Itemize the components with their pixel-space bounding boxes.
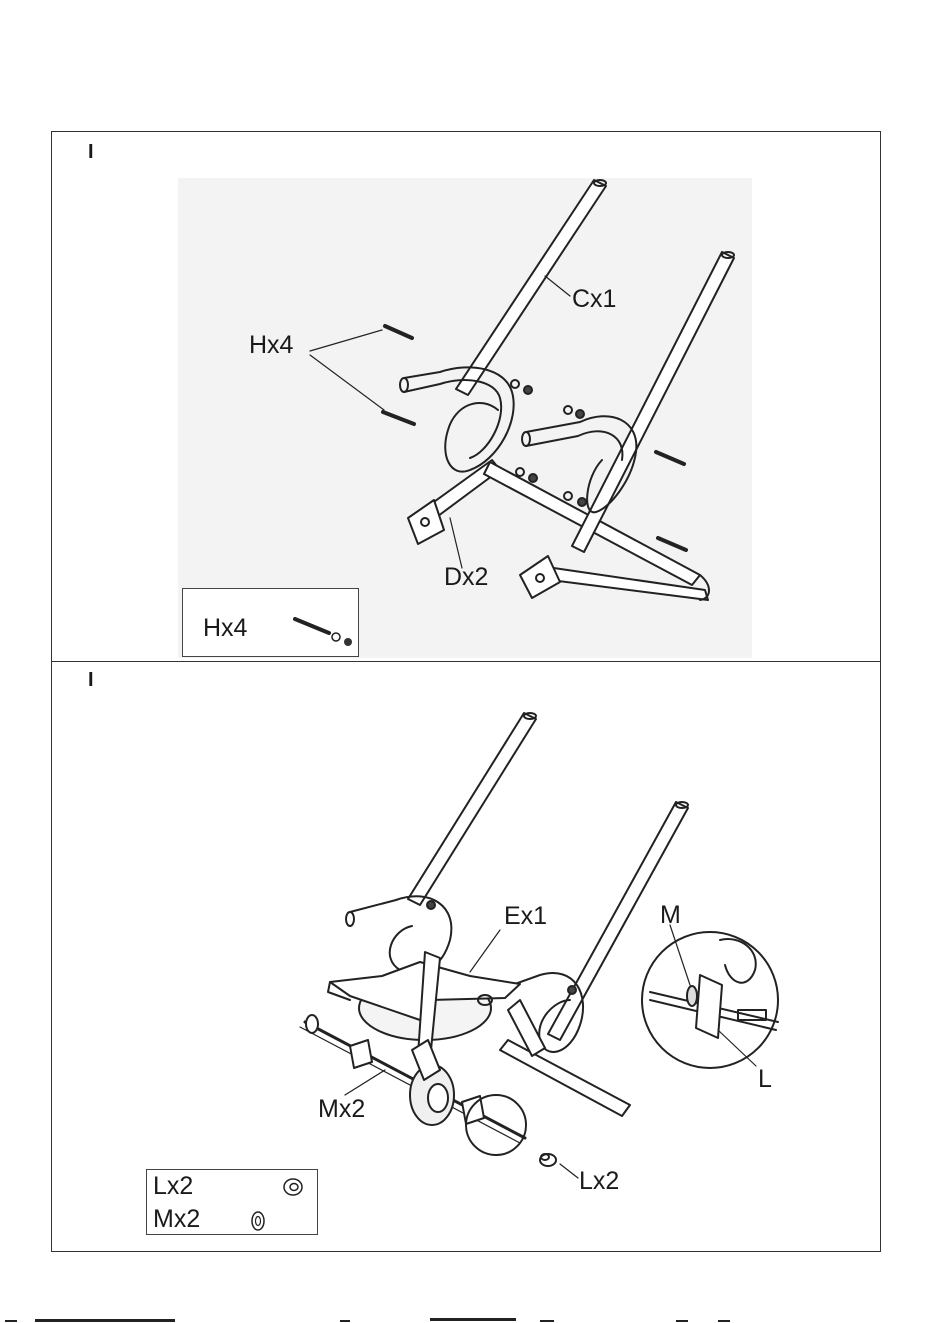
label-lx2: Lx2 <box>579 1168 619 1194</box>
label-ex1: Ex1 <box>504 903 547 929</box>
parts-box-mx2-label: Mx2 <box>153 1206 200 1232</box>
step2-parts-box: Lx2 Mx2 <box>146 1169 318 1235</box>
label-l: L <box>758 1066 772 1092</box>
parts-box-lx2-label: Lx2 <box>153 1173 193 1199</box>
lock-nut-icon <box>281 1176 305 1198</box>
label-mx2: Mx2 <box>318 1096 365 1122</box>
label-m: M <box>660 902 681 928</box>
footer-scan-artifact <box>0 1313 932 1323</box>
washer-icon <box>247 1210 269 1232</box>
